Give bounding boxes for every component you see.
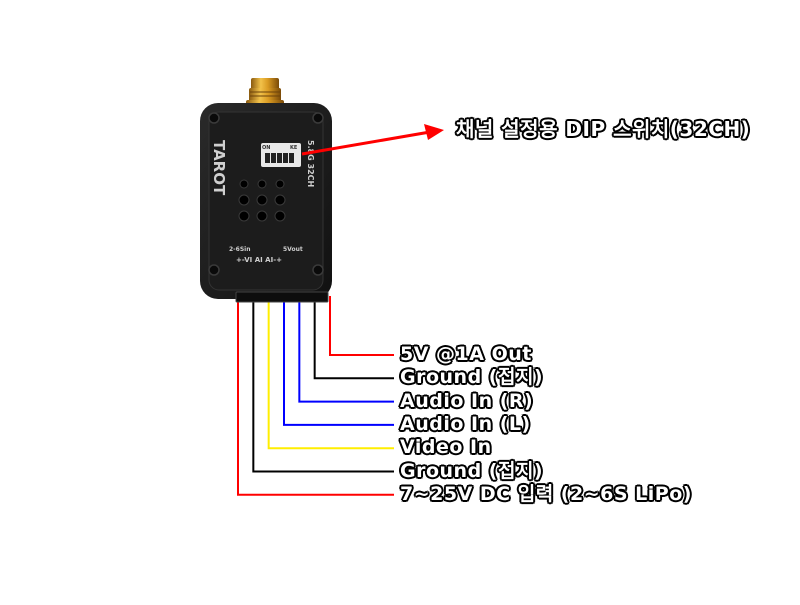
- pin-label: Audio In (L): [400, 412, 531, 435]
- screw-icon: [208, 264, 220, 276]
- wire-lead: [252, 296, 394, 473]
- dip-on-text: ON: [262, 145, 270, 151]
- wire-lead: [329, 296, 394, 356]
- dip-callout-arrow: [301, 124, 444, 156]
- screw-icon: [312, 112, 324, 124]
- wire-lead: [283, 296, 394, 426]
- wire-leads: [237, 296, 394, 496]
- transmitter-body: ON KE TAROT 5.8G 32CH 2-6Sin 5Vout +-VI …: [200, 103, 332, 303]
- pin-row-text: +-VI AI AI-+: [236, 256, 282, 264]
- vent-holes: [238, 179, 286, 222]
- wire-lead: [313, 296, 394, 380]
- input-voltage-text: 2-6Sin: [229, 246, 251, 253]
- screw-icon: [208, 112, 220, 124]
- brand-text: TAROT: [210, 140, 228, 196]
- wire-lead: [237, 296, 394, 496]
- band-text: 5.8G 32CH: [306, 140, 315, 187]
- pin-label: Ground (접지): [400, 366, 544, 389]
- pin-header: [235, 291, 329, 303]
- pin-label: 5V @1A Out: [400, 343, 532, 365]
- pin-label: Audio In (R): [400, 389, 534, 412]
- pin-label: Video In: [400, 436, 492, 459]
- pin-label: 7~25V DC 입력 (2~6S LiPo): [400, 482, 692, 505]
- dip-ke-text: KE: [290, 145, 298, 151]
- dip-switch: ON KE: [261, 143, 301, 167]
- pin-label: Ground (접지): [400, 459, 544, 482]
- screw-icon: [312, 264, 324, 276]
- wire-lead: [267, 296, 394, 450]
- dip-switch-label: 채널 설정용 DIP 스위치(32CH): [456, 117, 751, 141]
- output-voltage-text: 5Vout: [283, 246, 303, 253]
- wire-lead: [298, 296, 394, 403]
